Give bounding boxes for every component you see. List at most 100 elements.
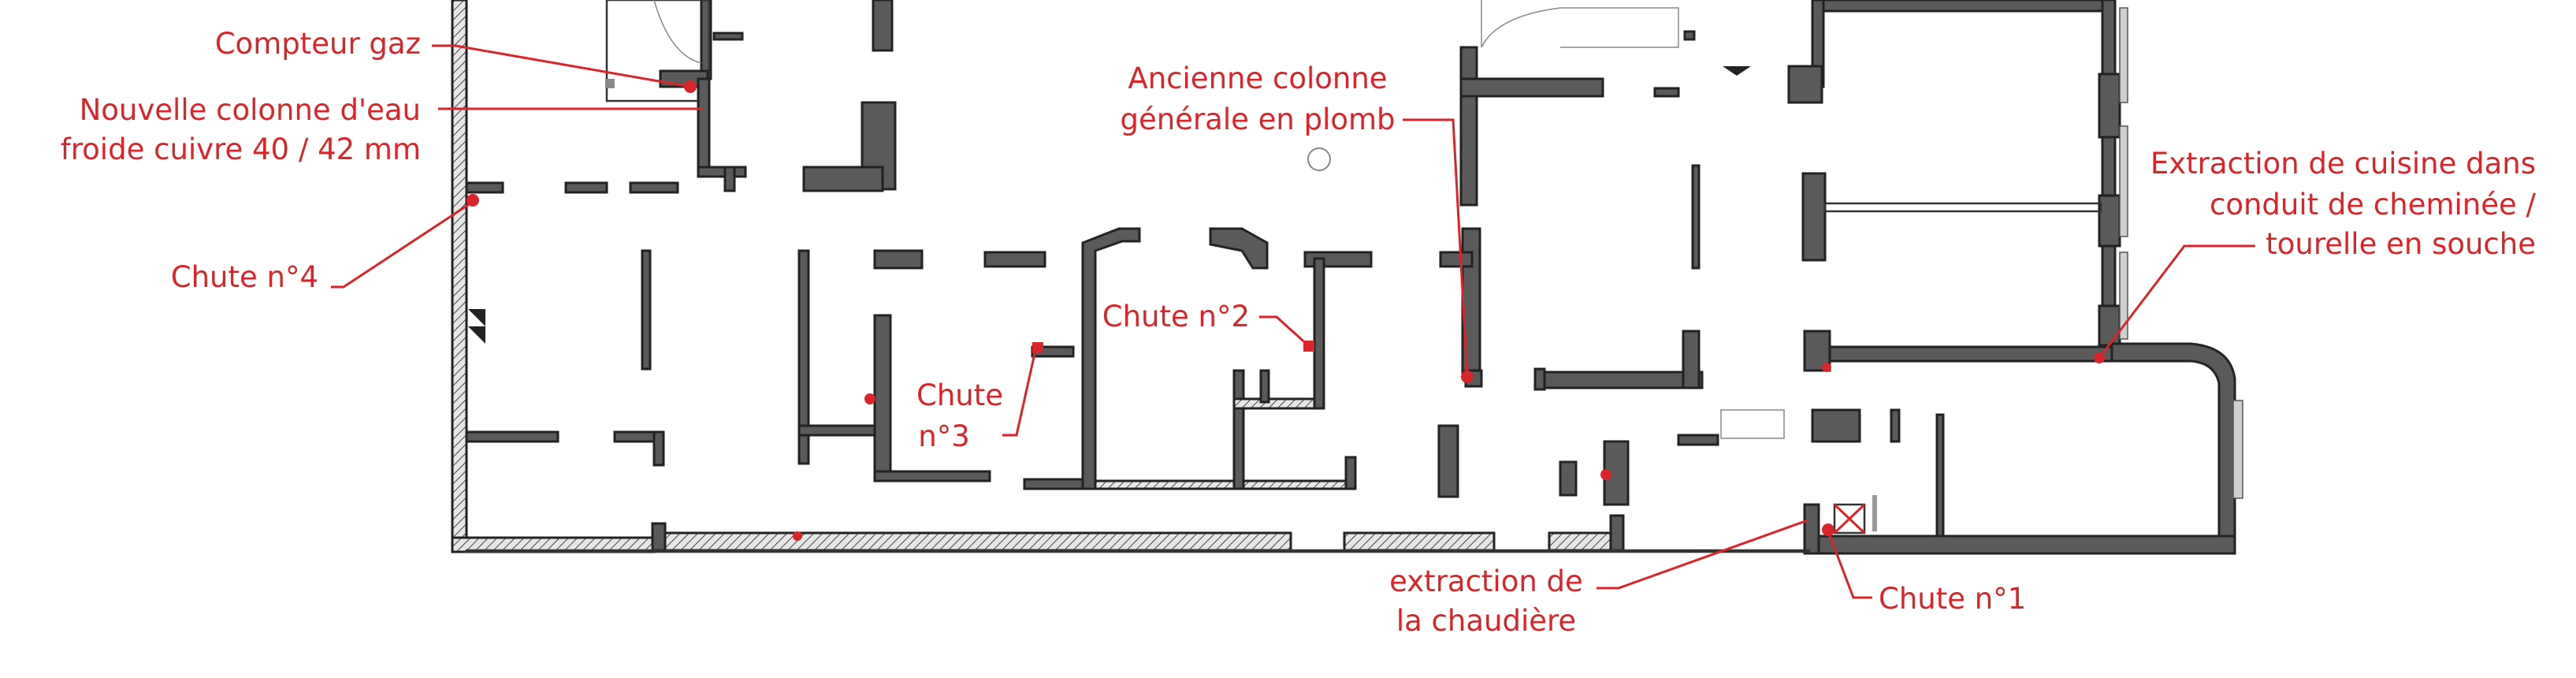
hatch-left-edge bbox=[451, 0, 468, 553]
label-compteur-gaz: Compteur gaz bbox=[215, 27, 421, 61]
bottom-line bbox=[465, 549, 1811, 553]
wall-col-center-3 bbox=[1437, 424, 1459, 498]
wall-service-4 bbox=[712, 32, 744, 41]
fireplace-detail-2 bbox=[468, 326, 485, 344]
wall-col-center-2 bbox=[1439, 251, 1474, 268]
leader-compteur-gaz bbox=[432, 44, 691, 88]
leader-chute4 bbox=[331, 200, 474, 289]
small-square bbox=[605, 79, 615, 88]
leader-chute1 bbox=[1827, 531, 1872, 599]
arrow-marker bbox=[1723, 66, 1751, 76]
bottom-dot bbox=[793, 531, 802, 541]
wall-room2-right2 bbox=[1313, 257, 1325, 410]
stair-curve bbox=[653, 0, 702, 64]
label-chute4: Chute n°4 bbox=[171, 260, 318, 294]
walls bbox=[451, 0, 2243, 555]
label-extraction-cuisine-3: tourelle en souche bbox=[2266, 227, 2536, 261]
wall-upper-right-2 bbox=[1683, 30, 1696, 41]
wall-room3-bottom2 bbox=[1023, 478, 1091, 490]
window-right-lower bbox=[2232, 400, 2243, 499]
label-extraction-cuisine-1: Extraction de cuisine dans bbox=[2150, 147, 2536, 181]
boiler-box bbox=[1833, 503, 1866, 535]
hatch-room2-bottom bbox=[1094, 479, 1352, 490]
wall-upper-mid-left bbox=[1459, 46, 1478, 207]
wall-center-top bbox=[802, 166, 884, 192]
wall-right-lower-inner-3 bbox=[1890, 408, 1901, 443]
wall-bottom-left-stub bbox=[651, 522, 667, 552]
label-colonne-eau-1: Nouvelle colonne d'eau bbox=[80, 93, 421, 127]
wall-upper-right-1 bbox=[1653, 87, 1680, 98]
wall-right-bay-3 bbox=[2098, 304, 2121, 347]
label-colonne-eau-2: froide cuivre 40 / 42 mm bbox=[61, 132, 421, 166]
wall-room2-inner1 bbox=[1232, 369, 1245, 490]
label-chute2: Chute n°2 bbox=[1102, 300, 1250, 333]
wall-left-inner bbox=[641, 249, 652, 371]
wall-right-outer bbox=[2101, 0, 2117, 348]
boiler-cross-2 bbox=[1833, 503, 1866, 535]
wall-entrance-3 bbox=[1677, 434, 1719, 446]
leader-extraction-chaudiere bbox=[1597, 519, 1808, 590]
window-right-3 bbox=[2119, 251, 2128, 340]
wall-right-lower-inner bbox=[1935, 413, 1945, 538]
label-extraction-chaudiere-1: extraction de bbox=[1389, 564, 1583, 598]
wall-room3-top2 bbox=[983, 251, 1046, 268]
wall-room3-top bbox=[873, 249, 924, 270]
wall-service-5 bbox=[723, 166, 736, 192]
wall-room3-left bbox=[797, 249, 810, 465]
hatch-bottom-1 bbox=[651, 531, 1292, 552]
entrance-dot bbox=[1600, 469, 1611, 480]
entrance-door bbox=[1720, 409, 1785, 439]
wall-right-lower-inner-2 bbox=[1811, 408, 1861, 443]
right-mid-dot bbox=[1822, 363, 1831, 372]
wall-room2-bay-right bbox=[1209, 227, 1269, 270]
wall-right-bay-2 bbox=[2098, 194, 2121, 248]
wall-service-2 bbox=[697, 77, 711, 175]
wall-entrance-2 bbox=[1559, 460, 1578, 497]
wall-upper-mid-top bbox=[1459, 77, 1604, 98]
boiler-pipe bbox=[1872, 495, 1877, 531]
hatch-room2-inner2 bbox=[1232, 397, 1316, 410]
wall-mid-vert bbox=[1691, 164, 1701, 270]
wall-right-mid-bottom bbox=[1811, 345, 2121, 363]
wall-right-lower-outer bbox=[2110, 342, 2236, 553]
wall-room3-lower bbox=[797, 424, 876, 437]
window-right-2 bbox=[2119, 125, 2128, 237]
wall-top-center bbox=[872, 0, 894, 52]
stair-upper bbox=[1481, 0, 1679, 48]
wall-mid-foot-2 bbox=[1682, 330, 1701, 389]
wall-right-lower-bottom bbox=[1803, 535, 2236, 555]
chute3-wall-dot bbox=[864, 393, 875, 404]
wall-right-lower-left bbox=[1803, 503, 1820, 555]
wall-room3-bottom bbox=[873, 470, 991, 482]
wall-right-bay-1 bbox=[2098, 73, 2121, 139]
chute1-dot bbox=[1822, 523, 1834, 536]
wall-bottom-right-stub bbox=[1609, 514, 1625, 552]
label-chute1: Chute n°1 bbox=[1879, 582, 2026, 616]
wall-room2-inner4 bbox=[1344, 456, 1357, 490]
wall-room3-left2 bbox=[873, 314, 892, 482]
label-extraction-chaudiere-2: la chaudière bbox=[1396, 604, 1576, 638]
column-circle bbox=[1307, 147, 1331, 171]
label-extraction-cuisine-2: conduit de cheminée / bbox=[2210, 188, 2537, 222]
leader-extraction-cuisine bbox=[2098, 244, 2255, 359]
fireplace-detail bbox=[468, 309, 485, 326]
leader-lines bbox=[331, 44, 2255, 599]
leader-ancienne-colonne bbox=[1403, 118, 1469, 378]
wall-mid-foot bbox=[1535, 371, 1704, 389]
label-chute3-1: Chute bbox=[916, 378, 1003, 412]
hatch-bottom-2 bbox=[1343, 531, 1496, 552]
leader-chute2 bbox=[1259, 315, 1310, 347]
wall-right-left-2 bbox=[1787, 65, 1823, 104]
right-inner-rect bbox=[1823, 202, 2102, 213]
wall-mid-stub bbox=[1533, 367, 1546, 391]
wall-service-3 bbox=[697, 166, 747, 178]
label-chute3-2: n°3 bbox=[918, 419, 970, 453]
wall-room2-bay-left bbox=[1081, 227, 1141, 490]
wall-right-top bbox=[1811, 0, 2106, 13]
wall-left-top3 bbox=[629, 181, 679, 194]
label-ancienne-colonne-1: Ancienne colonne bbox=[1128, 61, 1387, 95]
wall-room2-inner3 bbox=[1259, 369, 1270, 404]
red-markers bbox=[467, 80, 2105, 541]
label-ancienne-colonne-2: générale en plomb bbox=[1120, 102, 1395, 136]
